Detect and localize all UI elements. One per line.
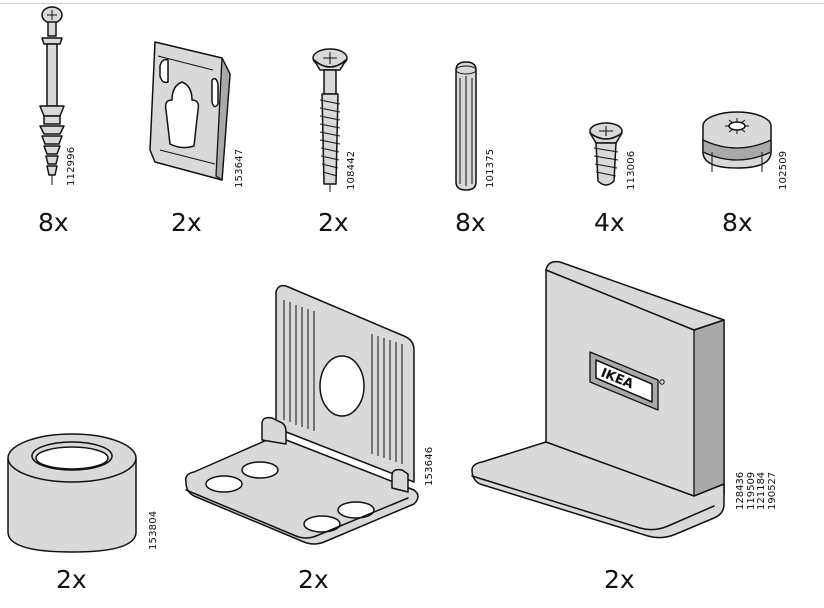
quantity-label: 2x [56, 565, 87, 594]
quantity-label: 2x [171, 208, 202, 237]
foot-cap-illustration [7, 433, 137, 553]
long-screw-illustration [312, 48, 348, 192]
quantity-label: 2x [298, 565, 329, 594]
quantity-label: 8x [38, 208, 69, 237]
part-code-label: 128436 [735, 471, 746, 510]
bracket-plate-illustration [149, 41, 231, 181]
cam-dowel-illustration [39, 6, 65, 185]
quantity-label: 4x [594, 208, 625, 237]
quantity-label: 2x [604, 565, 635, 594]
cam-lock-illustration [702, 111, 772, 172]
quantity-label: 8x [722, 208, 753, 237]
part-code-label: 102509 [778, 150, 789, 190]
top-rule [0, 3, 824, 4]
short-screw-illustration [589, 122, 623, 186]
part-code-label: 121184 [756, 471, 767, 510]
ikea-shelf-bracket-illustration: IKEA [471, 260, 725, 539]
wood-dowel-illustration [455, 61, 477, 191]
quantity-label: 8x [455, 208, 486, 237]
angle-bracket-illustration [184, 284, 419, 545]
part-code-label: 190527 [766, 471, 778, 510]
quantity-label: 2x [318, 208, 349, 237]
part-code-stack: 128436 119509 121184 190527 [735, 471, 778, 510]
